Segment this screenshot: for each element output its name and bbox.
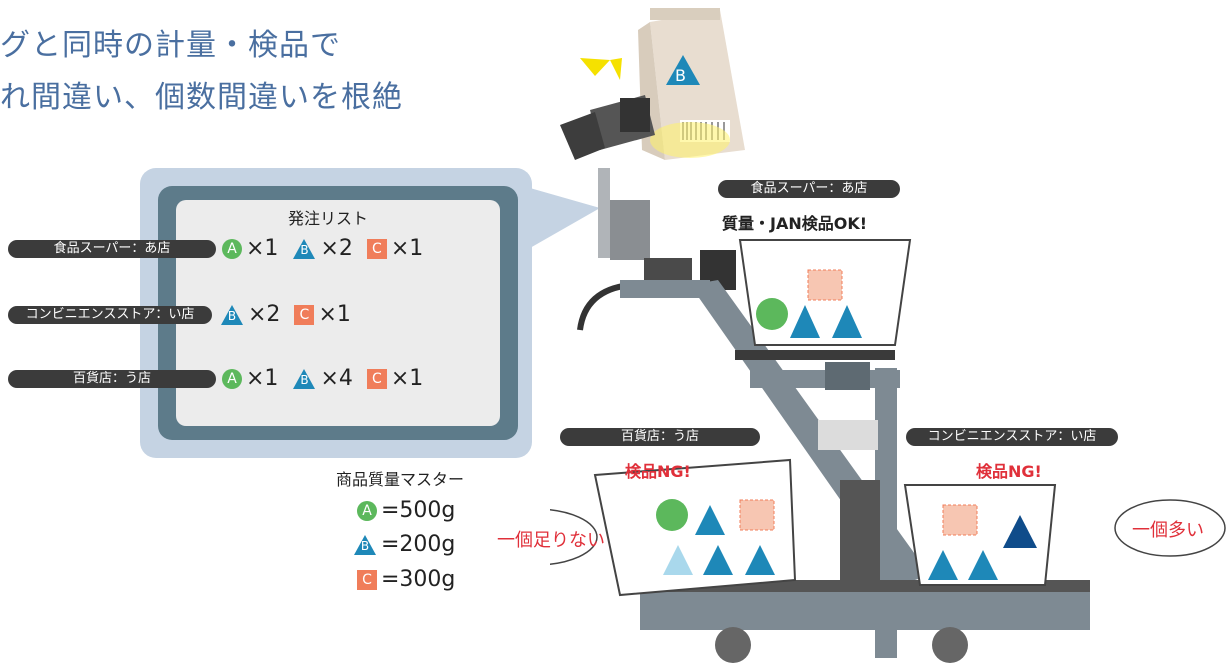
master-value: =200g	[381, 532, 456, 557]
store-tag-supermarket: 食品スーパー：あ店	[8, 240, 216, 258]
qty: ×1	[390, 366, 424, 391]
product-c-icon: C	[366, 238, 387, 259]
title-line-1: グと同時の計量・検品で	[0, 28, 341, 63]
master-row-b: B =200g	[353, 532, 455, 557]
master-value: =300g	[381, 567, 456, 592]
product-c-icon: C	[357, 569, 377, 590]
product-a-icon: A	[222, 238, 242, 259]
barcode-scanner-icon	[560, 58, 655, 160]
qty: ×2	[248, 302, 281, 327]
store-tag-department: 百貨店：う店	[8, 370, 216, 388]
status-ng-left: 検品NG!	[625, 462, 691, 481]
bubble-short: 一個足りない	[497, 530, 605, 551]
qty: ×2	[320, 236, 353, 261]
master-row-c: C =300g	[357, 567, 455, 592]
product-a-icon: A	[222, 368, 242, 389]
qty: ×1	[246, 236, 279, 261]
product-bag-icon	[638, 8, 745, 160]
product-a-icon: A	[357, 500, 377, 521]
product-b-icon: B	[353, 534, 377, 556]
status-ok: 質量・JAN検品OK!	[722, 214, 868, 233]
bin-tag-top: 食品スーパー：あ店	[718, 180, 900, 198]
product-c-icon: C	[294, 304, 315, 325]
master-title: 商品質量マスター	[336, 470, 465, 489]
bin-tag-right: コンビニエンスストア：い店	[906, 428, 1118, 446]
picking-cart-illustration	[550, 8, 1226, 663]
status-ng-right: 検品NG!	[976, 462, 1042, 481]
master-row-a: A =500g	[357, 498, 455, 523]
order-row-supermarket: A ×1 B ×2 C ×1	[222, 236, 423, 261]
order-row-department: A ×1 B ×4 C ×1	[222, 366, 423, 391]
store-tag-convenience: コンビニエンスストア：い店	[8, 306, 212, 324]
product-b-icon: B	[220, 304, 244, 326]
order-row-convenience: B ×2 C ×1	[220, 302, 351, 327]
order-list-title: 発注リスト	[288, 209, 369, 228]
product-c-icon: C	[366, 368, 387, 389]
bag-label: B	[675, 66, 686, 85]
title-line-2: れ間違い、個数間違いを根絶	[0, 80, 403, 115]
master-value: =500g	[381, 498, 456, 523]
bubble-over: 一個多い	[1132, 520, 1204, 541]
qty: ×4	[320, 366, 353, 391]
bin-tag-left: 百貨店：う店	[560, 428, 760, 446]
product-b-icon: B	[292, 238, 316, 260]
product-b-icon: B	[292, 368, 316, 390]
qty: ×1	[390, 236, 424, 261]
qty: ×1	[318, 302, 351, 327]
qty: ×1	[246, 366, 279, 391]
